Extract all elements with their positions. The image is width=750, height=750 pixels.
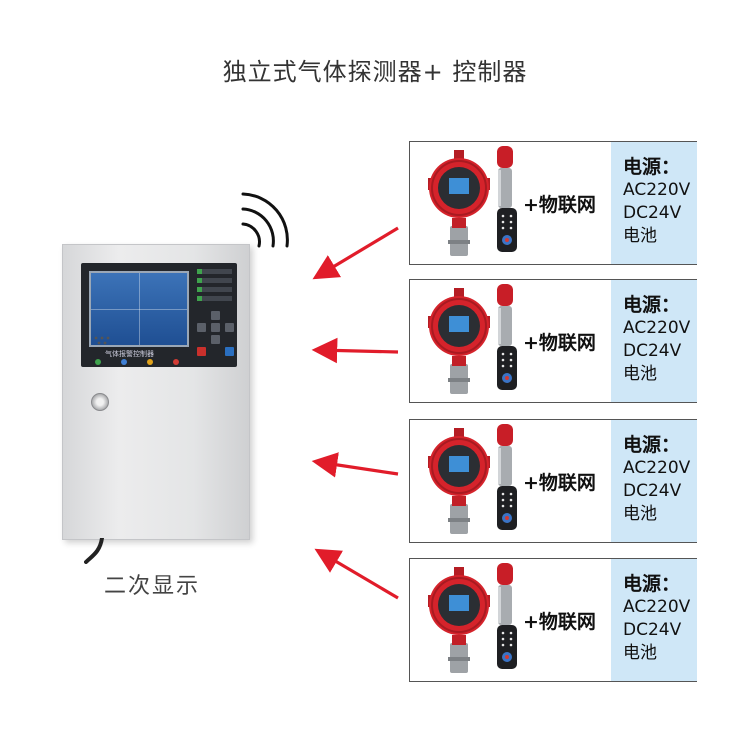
power-cable-icon — [84, 538, 104, 564]
arrow-icon — [312, 226, 399, 280]
power-option-battery: 电池 — [623, 504, 657, 524]
power-option-battery: 电池 — [623, 643, 657, 663]
controller-front-panel: 气体报警控制器 — [81, 263, 237, 367]
power-options-panel: 电源： AC220V DC24V 电池 — [611, 280, 697, 402]
gas-detector-icon — [428, 567, 490, 673]
lamp-icon — [121, 359, 127, 365]
gas-detector-icon — [428, 428, 490, 534]
page-title: 独立式气体探测器+ 控制器 — [222, 58, 528, 86]
detector-unit: +物联网 电源： AC220V DC24V 电池 — [409, 279, 697, 403]
controller-panel-label: 气体报警控制器 — [105, 350, 154, 358]
lamp-icon — [147, 359, 153, 365]
power-option-battery: 电池 — [623, 364, 657, 384]
remote-control-icon — [497, 208, 517, 252]
power-options-panel: 电源： AC220V DC24V 电池 — [611, 559, 697, 681]
alarm-beacon-icon — [497, 424, 513, 486]
power-option-ac220v: AC220V — [623, 318, 691, 338]
status-indicator — [197, 269, 232, 274]
power-option-ac220v: AC220V — [623, 180, 691, 200]
alarm-controller-cabinet: 气体报警控制器 — [62, 244, 250, 540]
left-key-button[interactable] — [197, 323, 206, 332]
alarm-beacon-icon — [497, 146, 513, 208]
status-indicator — [197, 278, 232, 283]
iot-label: +物联网 — [523, 194, 596, 216]
power-options-panel: 电源： AC220V DC24V 电池 — [611, 420, 697, 542]
detector-unit: +物联网 电源： AC220V DC24V 电池 — [409, 558, 697, 682]
power-option-dc24v: DC24V — [623, 203, 682, 223]
power-option-battery: 电池 — [623, 226, 657, 246]
cabinet-lock-icon — [91, 393, 109, 411]
iot-label: +物联网 — [523, 472, 596, 494]
power-option-dc24v: DC24V — [623, 620, 682, 640]
gas-detector-icon — [428, 288, 490, 394]
up-key-button[interactable] — [211, 311, 220, 320]
power-option-dc24v: DC24V — [623, 341, 682, 361]
gas-detector-icon — [428, 150, 490, 256]
lamp-icon — [95, 359, 101, 365]
arrow-icon — [311, 337, 399, 364]
lamp-icon — [173, 359, 179, 365]
power-option-ac220v: AC220V — [623, 597, 691, 617]
controller-caption: 二次显示 — [104, 574, 201, 599]
remote-control-icon — [497, 625, 517, 669]
ok-key-button[interactable] — [211, 323, 220, 332]
alarm-beacon-icon — [497, 563, 513, 625]
arrow-icon — [311, 452, 399, 478]
power-options-panel: 电源： AC220V DC24V 电池 — [611, 142, 697, 264]
down-key-button[interactable] — [211, 335, 220, 344]
right-key-button[interactable] — [225, 323, 234, 332]
speaker-grille-icon — [94, 336, 110, 345]
power-option-ac220v: AC220V — [623, 458, 691, 478]
power-option-dc24v: DC24V — [623, 481, 682, 501]
mute-key-button[interactable] — [225, 347, 234, 356]
remote-control-icon — [497, 346, 517, 390]
reset-key-button[interactable] — [197, 347, 206, 356]
remote-control-icon — [497, 486, 517, 530]
iot-label: +物联网 — [523, 611, 596, 633]
detector-unit: +物联网 电源： AC220V DC24V 电池 — [409, 419, 697, 543]
status-indicator — [197, 296, 232, 301]
iot-label: +物联网 — [523, 332, 596, 354]
status-indicator — [197, 287, 232, 292]
arrow-icon — [314, 548, 399, 600]
power-heading: 电源： — [623, 573, 681, 595]
power-heading: 电源： — [623, 294, 681, 316]
detector-unit: +物联网 电源： AC220V DC24V 电池 — [409, 141, 697, 265]
controller-lcd-screen — [89, 271, 189, 347]
power-heading: 电源： — [623, 434, 681, 456]
power-heading: 电源： — [623, 156, 681, 178]
alarm-beacon-icon — [497, 284, 513, 346]
